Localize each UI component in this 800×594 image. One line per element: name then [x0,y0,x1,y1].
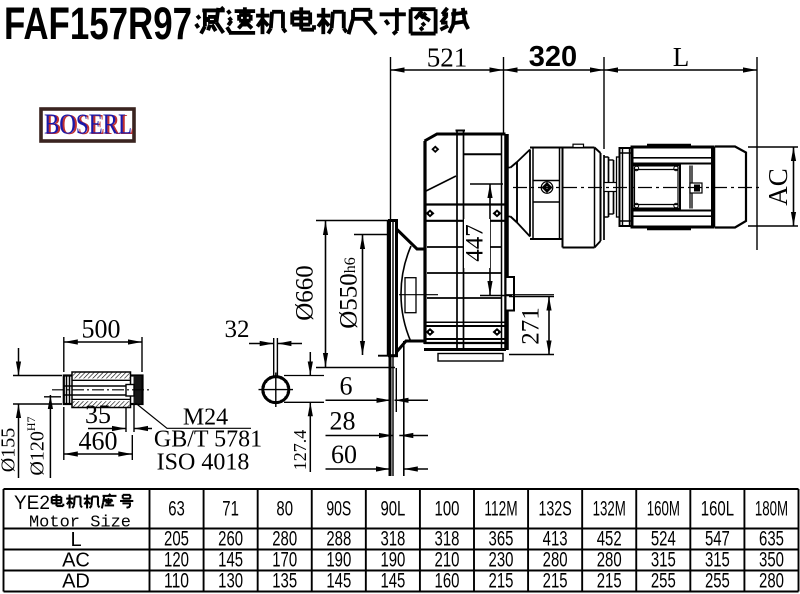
svg-text:215: 215 [597,570,622,593]
svg-text:110: 110 [164,570,189,593]
svg-text:190: 190 [326,549,351,572]
svg-text:Ø120H7: Ø120H7 [24,416,49,475]
svg-text:521: 521 [427,43,468,73]
svg-text:132M: 132M [593,498,626,521]
svg-text:288: 288 [326,528,351,551]
svg-text:460: 460 [79,427,118,456]
svg-text:Ø155: Ø155 [0,428,20,472]
svg-text:L: L [70,529,81,551]
svg-text:32: 32 [225,316,250,343]
svg-text:135: 135 [272,570,297,593]
svg-text:500: 500 [82,315,121,344]
svg-text:255: 255 [705,570,730,593]
svg-text:YE2: YE2 [14,493,50,514]
svg-text:100: 100 [435,498,460,521]
svg-text:AC: AC [62,550,90,572]
svg-text:524: 524 [651,528,676,551]
svg-text:90S: 90S [326,498,351,521]
svg-text:318: 318 [435,528,460,551]
svg-text:315: 315 [651,549,676,572]
svg-text:255: 255 [651,570,676,593]
svg-text:130: 130 [218,570,243,593]
svg-text:AD: AD [62,571,90,593]
svg-text:28: 28 [330,407,356,436]
svg-text:315: 315 [705,549,730,572]
svg-text:90L: 90L [380,498,405,521]
svg-text:160L: 160L [701,498,734,521]
svg-text:350: 350 [759,549,784,572]
svg-text:280: 280 [543,549,568,572]
svg-text:132S: 132S [539,498,572,521]
svg-text:BOSERL: BOSERL [46,109,134,141]
svg-text:170: 170 [272,549,297,572]
svg-text:63: 63 [168,498,185,521]
svg-text:145: 145 [380,570,405,593]
svg-text:Ø660: Ø660 [292,265,319,321]
svg-text:120: 120 [164,549,189,572]
svg-text:145: 145 [218,549,243,572]
svg-text:160M: 160M [647,498,680,521]
svg-text:Motor Size: Motor Size [29,514,131,533]
svg-text:BOSERL: BOSERL [44,109,132,141]
svg-text:280: 280 [272,528,297,551]
svg-text:413: 413 [543,528,568,551]
svg-text:35: 35 [85,400,111,429]
svg-text:180M: 180M [755,498,788,521]
svg-text:127.4: 127.4 [290,430,310,471]
svg-text:60: 60 [331,440,357,469]
svg-text:260: 260 [218,528,243,551]
svg-text:447: 447 [462,224,489,262]
svg-text:215: 215 [489,570,514,593]
svg-text:160: 160 [435,570,460,593]
svg-text:635: 635 [759,528,784,551]
svg-text:145: 145 [326,570,351,593]
svg-text:230: 230 [489,549,514,572]
svg-text:320: 320 [529,41,577,73]
svg-text:210: 210 [435,549,460,572]
svg-text:318: 318 [380,528,405,551]
svg-text:ISO 4018: ISO 4018 [157,450,250,476]
svg-text:215: 215 [543,570,568,593]
svg-text:280: 280 [759,570,784,593]
svg-text:547: 547 [705,528,730,551]
svg-text:AC: AC [763,168,793,206]
svg-text:280: 280 [597,549,622,572]
svg-text:271: 271 [518,307,545,345]
svg-text:190: 190 [380,549,405,572]
svg-text:452: 452 [597,528,622,551]
svg-text:GB/T 5781: GB/T 5781 [154,427,262,453]
svg-text:365: 365 [489,528,514,551]
svg-text:205: 205 [164,528,189,551]
svg-text:71: 71 [222,498,239,521]
svg-text:L: L [673,42,690,72]
svg-text:FAF157R97: FAF157R97 [4,0,192,49]
svg-text:112M: 112M [484,498,517,521]
svg-text:6: 6 [340,372,353,401]
svg-text:M24: M24 [183,405,228,431]
svg-text:80: 80 [276,498,293,521]
